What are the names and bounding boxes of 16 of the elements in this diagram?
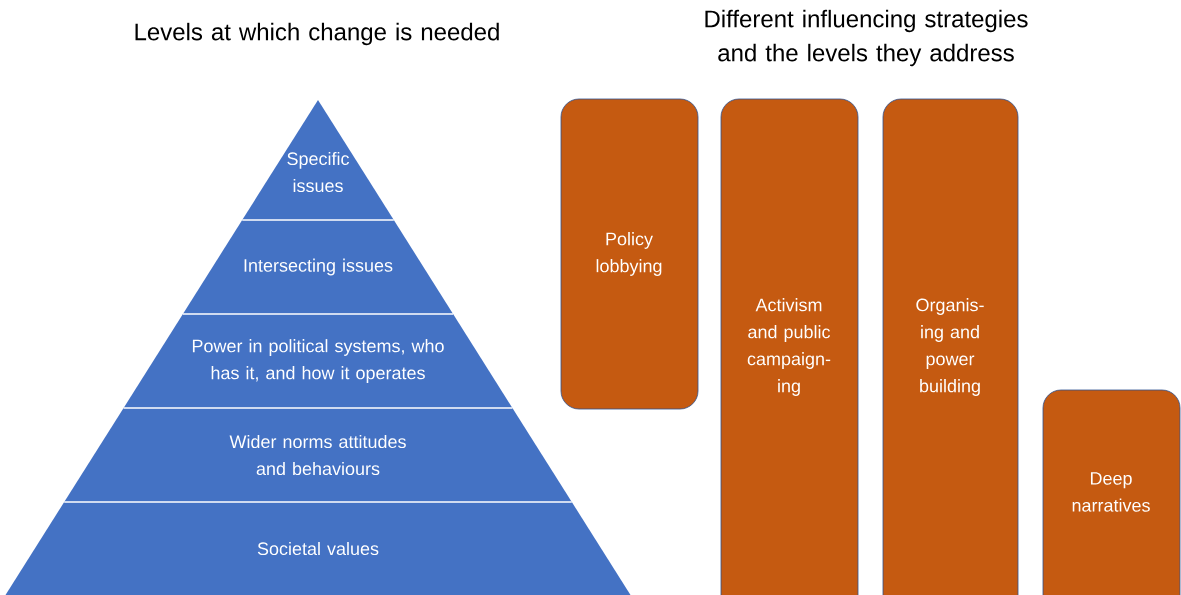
node-label: Specific issues	[287, 151, 350, 193]
pyramid-level: Intersecting issues	[182, 220, 454, 314]
strategy-box: Organis- ing and power building	[882, 98, 1019, 595]
heading: Different influencing strategies and the levels they address	[705, 9, 1028, 67]
strategy-box: Activism and public campaign- ing	[720, 98, 859, 595]
pyramid-level: Power in political systems, who has it, and how it operates	[123, 314, 513, 408]
node-label: Societal values	[257, 541, 379, 556]
node-label: Intersecting issues	[244, 258, 393, 276]
node-label: Power in political systems, who has it, and how it operates	[192, 339, 444, 383]
pyramid-level: Wider norms attitudes and behaviours	[64, 408, 572, 502]
strategy-box: Deep narratives	[1042, 389, 1181, 595]
pyramid-level: Societal values	[5, 502, 631, 595]
heading: Levels at which change is needed	[135, 22, 499, 46]
node-label: Wider norms attitudes and behaviours	[229, 434, 406, 476]
pyramid-level: Specific issues	[242, 100, 394, 220]
strategy-box: Policy lobbying	[560, 98, 699, 410]
